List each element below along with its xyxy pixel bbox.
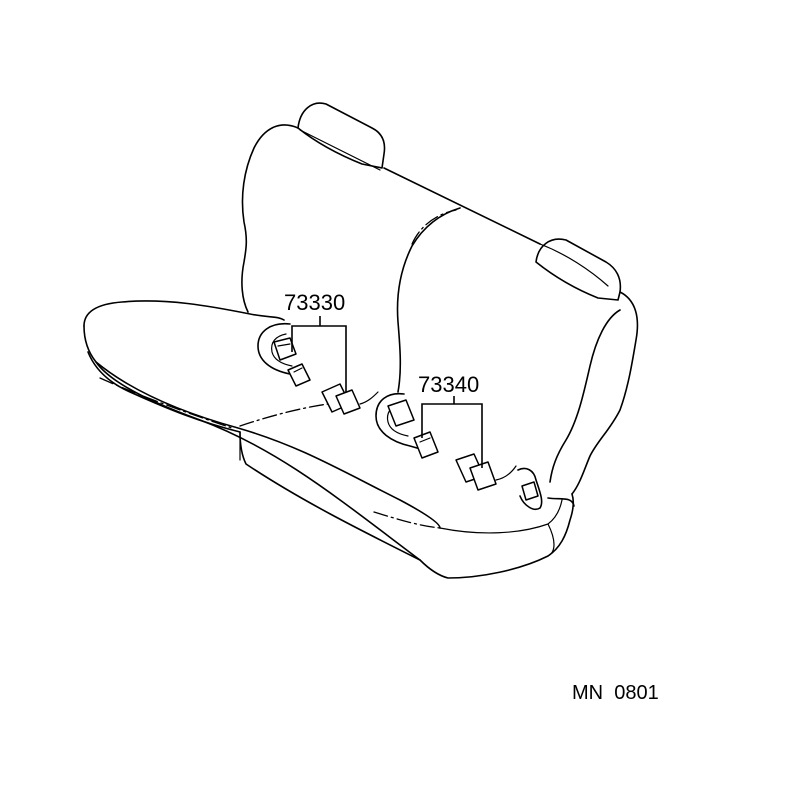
- callout-73340: 73340: [418, 372, 479, 397]
- right-buckle: [387, 399, 415, 427]
- illustration-code: MN 0801: [572, 682, 659, 704]
- right-anchor: [517, 467, 543, 511]
- callout-73330: 73330: [284, 290, 345, 315]
- left-buckle: [273, 337, 297, 361]
- left-belt-strap: [257, 322, 301, 379]
- seat-cushion: [83, 300, 575, 579]
- right-tongue-plate: [413, 431, 439, 459]
- seat-back: [241, 102, 639, 495]
- callout-leaders: [291, 316, 483, 468]
- left-seat-belt-assembly: [257, 322, 379, 415]
- right-headrest: [535, 238, 622, 301]
- left-tongue-plate: [287, 363, 311, 387]
- right-seat-belt-assembly: [375, 392, 543, 511]
- right-belt-strap: [375, 392, 425, 451]
- left-headrest: [297, 102, 386, 169]
